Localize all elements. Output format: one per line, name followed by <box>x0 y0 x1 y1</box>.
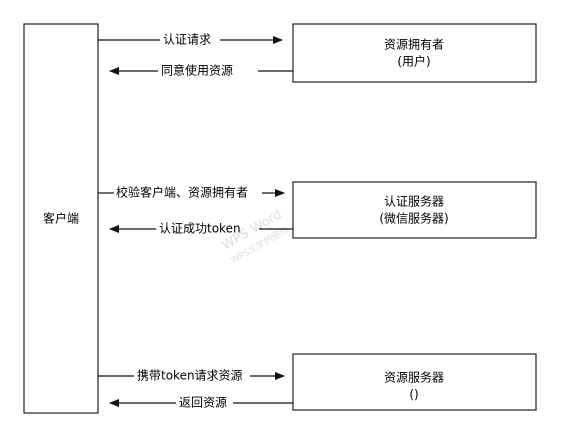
auth-server-subtitle: (微信服务器) <box>379 211 448 226</box>
message-auth-success-token: 认证成功token <box>159 222 241 236</box>
message-grant-consent: 同意使用资源 <box>161 63 233 78</box>
resource-server-box <box>292 353 537 411</box>
message-request-resource: 携带token请求资源 <box>137 368 243 383</box>
resource-server-subtitle: () <box>409 388 418 402</box>
auth-server-box <box>292 181 537 239</box>
resource-owner-box <box>292 23 537 83</box>
resource-owner-subtitle: (用户) <box>397 54 430 69</box>
message-return-resource: 返回资源 <box>179 396 227 410</box>
message-auth-request: 认证请求 <box>163 33 211 47</box>
resource-server-title: 资源服务器 <box>384 370 444 385</box>
resource-owner-title: 资源拥有者 <box>384 38 444 52</box>
client-label: 客户端 <box>43 211 79 226</box>
auth-server-title: 认证服务器 <box>384 194 444 209</box>
message-verify-client-owner: 校验客户端、资源拥有者 <box>116 185 248 200</box>
watermark: WPS Word WPS文字的图标 <box>220 207 291 266</box>
client-box <box>23 23 99 414</box>
